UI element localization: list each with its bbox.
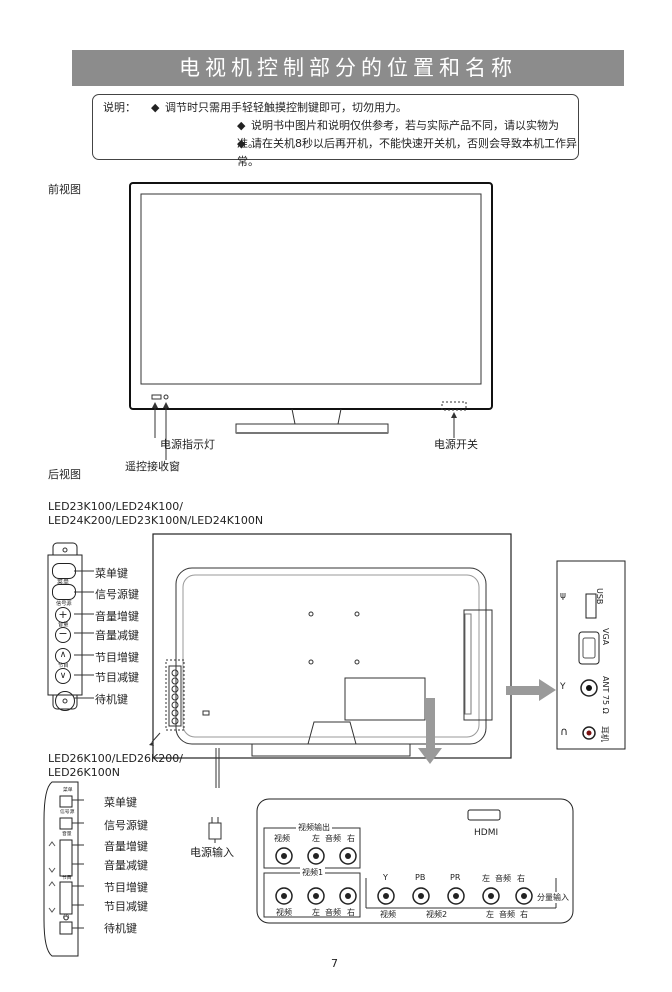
model-list-a: LED24K200/LED23K100N/LED24K100N [48,514,264,527]
icon-label-volume-b: 音量 [62,830,72,836]
pb-label: PB [414,873,427,882]
audio-label: 音频 [325,834,341,843]
video-label: 视频 [378,909,398,920]
volume-down-icon[interactable]: − [55,627,71,643]
icon-label-source: 信号源 [56,600,72,607]
video2-label: 视频2 [424,909,450,920]
front-view-diagram [129,182,493,460]
power-switch-label: 电源开关 [434,438,478,451]
key-label-menu: 菜单键 [95,567,128,580]
power-symbol-icon: ⏻ [63,913,70,922]
audio-label: 音频 [498,909,516,920]
right-label: 右 [347,908,355,917]
model-list-b: LED26K100N [48,766,120,779]
key-b-label-ch-up: 节目增键 [104,881,148,894]
earphone-label: 耳机 [600,726,609,742]
rear-view-heading: 后视图 [48,468,81,481]
page-title: 电视机控制部分的位置和名称 [72,50,624,86]
key-label-ch-down: 节目减键 [95,671,139,684]
channel-up-icon[interactable]: ∧ [55,648,71,664]
component-label: 分量输入 [536,892,570,903]
note-item: ◆调节时只需用手轻轻触摸控制键即可，切勿用力。 [151,101,407,114]
power-plug-icon [208,817,222,843]
note-item: ◆请在关机8秒以后再开机，不能快速开关机，否则会导致本机工作异常。 [237,137,577,168]
ant-label: ANT 75 Ω [601,676,610,714]
antenna-icon: Y [560,682,566,692]
key-panel-b [43,781,84,957]
volume-up-icon[interactable]: + [55,607,71,623]
key-label-source: 信号源键 [95,588,139,601]
menu-key-icon[interactable] [52,563,76,579]
power-indicator-label: 电源指示灯 [160,438,215,451]
usb-label: USB [595,588,604,605]
video-out-label: 视频输出 [296,822,332,833]
left-label: 左 [312,908,320,917]
remote-window-label: 遥控接收窗 [125,460,180,473]
left-label: 左 [482,874,490,883]
left-label: 左 [485,909,495,920]
note-item: ◆说明书中图片和说明仅供参考，若与实际产品不同，请以实物为准。 [237,119,559,150]
front-view-heading: 前视图 [48,183,81,196]
y-label: Y [382,873,389,882]
side-connector-panel [556,560,626,750]
video1-label: 视频1 [300,867,326,878]
key-b-label-menu: 菜单键 [104,796,137,809]
usb-icon: ψ [560,591,566,601]
bottom-connector-panel [256,798,574,924]
video-label: 视频 [274,834,290,843]
right-label: 右 [519,909,529,920]
right-label: 右 [347,834,355,843]
key-b-label-ch-down: 节目减键 [104,900,148,913]
icon-label-source-b: 信号源 [60,808,75,814]
key-b-label-vol-up: 音量增键 [104,840,148,853]
power-input-label: 电源输入 [190,846,234,859]
model-list-a: LED23K100/LED24K100/ [48,500,183,513]
rear-view-diagram [149,533,556,788]
icon-label-menu-b: 菜单 [63,786,73,792]
icon-label-channel: 节目 [58,662,69,669]
model-list-b: LED26K100/LED26K200/ [48,752,183,765]
channel-down-icon[interactable]: ∨ [55,668,71,684]
key-label-standby: 待机键 [95,693,128,706]
icon-label-channel-b: 节目 [62,874,72,880]
source-key-icon[interactable] [52,584,76,600]
headphone-icon: ∩ [560,725,569,738]
key-leader-lines-a [74,570,94,699]
pr-label: PR [449,873,462,882]
key-b-label-source: 信号源键 [104,819,148,832]
notes-box: 说明： ◆调节时只需用手轻轻触摸控制键即可，切勿用力。 ◆说明书中图片和说明仅供… [92,94,579,168]
video-label: 视频 [276,908,292,917]
standby-key-icon[interactable] [55,691,75,711]
key-b-label-vol-down: 音量减键 [104,859,148,872]
notes-label: 说明： [103,101,136,114]
audio-label: 音频 [325,908,341,917]
icon-label-menu: 菜单 [57,578,69,586]
key-label-vol-up: 音量增键 [95,610,139,623]
key-label-vol-down: 音量减键 [95,629,139,642]
page-number: 7 [331,957,338,970]
audio-label: 音频 [495,874,511,883]
right-label: 右 [517,874,525,883]
vga-label: VGA [601,628,610,646]
left-label: 左 [312,834,320,843]
icon-label-volume: 音量 [58,621,69,628]
hdmi-label: HDMI [474,828,499,838]
key-b-label-standby: 待机键 [104,922,137,935]
key-label-ch-up: 节目增键 [95,651,139,664]
